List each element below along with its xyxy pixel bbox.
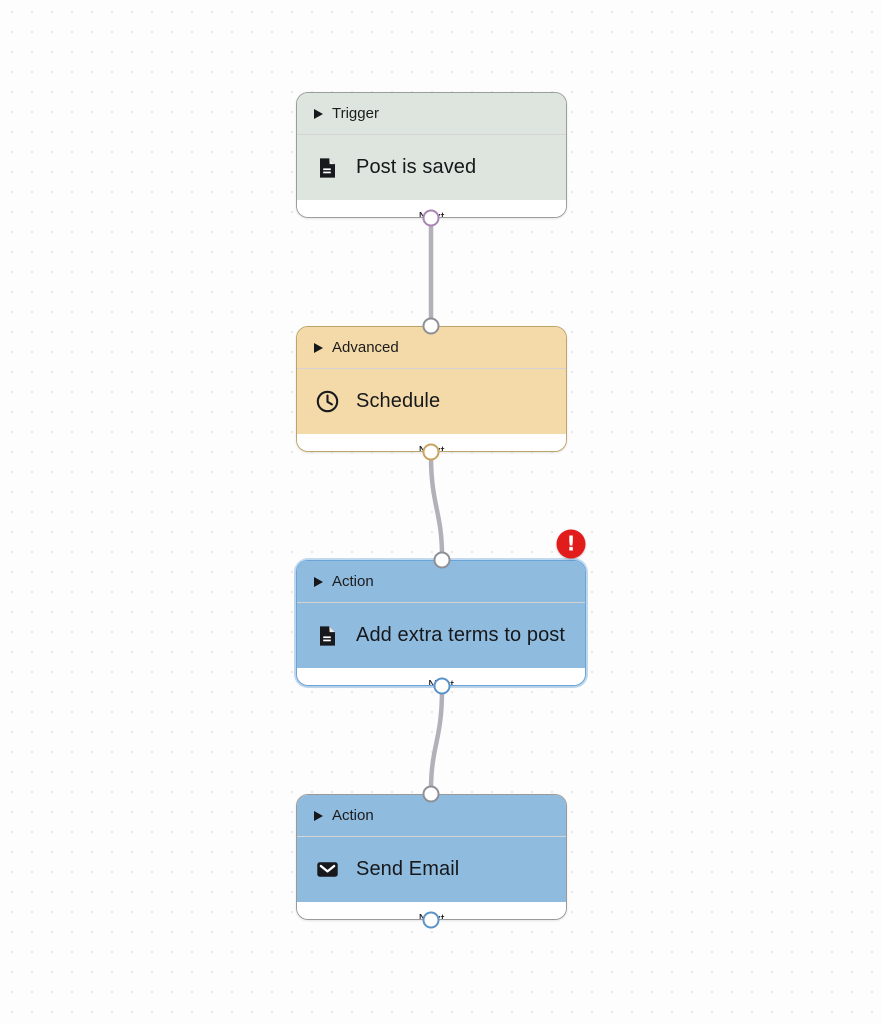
node-header-trigger-post-is-saved[interactable]: Trigger [297, 93, 566, 134]
connector-conn-advanced-to-action1[interactable] [428, 453, 445, 559]
node-kind-label: Advanced [332, 339, 399, 356]
node-kind-label: Action [332, 807, 374, 824]
envelope-icon [314, 857, 340, 883]
node-title: Send Email [356, 858, 460, 880]
connection-port-action1-in[interactable] [433, 551, 451, 569]
node-kind-label: Action [332, 573, 374, 590]
connection-port-advanced-out[interactable] [422, 443, 440, 461]
node-kind-label: Trigger [332, 105, 379, 122]
connection-port-action1-out[interactable] [433, 677, 451, 695]
clock-icon [314, 389, 340, 415]
exclamation-icon: ! [566, 531, 576, 556]
node-body-action-send-email[interactable]: Send Email [297, 837, 566, 902]
connector-conn-action1-to-action2[interactable] [428, 687, 445, 793]
node-title: Add extra terms to post [356, 624, 566, 646]
node-body-advanced-schedule[interactable]: Schedule [297, 369, 566, 434]
connection-port-trigger-out[interactable] [422, 209, 440, 227]
node-divider [297, 368, 566, 369]
connection-port-action2-in[interactable] [422, 785, 440, 803]
disclosure-triangle-icon[interactable] [314, 576, 323, 587]
disclosure-triangle-icon[interactable] [314, 810, 323, 821]
node-divider [297, 602, 585, 603]
error-badge-action1[interactable]: ! [556, 529, 586, 559]
node-divider [297, 134, 566, 135]
node-title: Schedule [356, 390, 441, 412]
document-icon [314, 155, 340, 181]
connection-port-action2-out[interactable] [422, 911, 440, 929]
connection-port-advanced-in[interactable] [422, 317, 440, 335]
node-divider [297, 836, 566, 837]
node-body-action-add-extra-terms-to-post[interactable]: Add extra terms to post [297, 603, 585, 668]
disclosure-triangle-icon[interactable] [314, 108, 323, 119]
workflow-node-advanced-schedule[interactable]: AdvancedScheduleNext [296, 326, 567, 452]
disclosure-triangle-icon[interactable] [314, 342, 323, 353]
document-icon [314, 623, 340, 649]
node-title: Post is saved [356, 156, 477, 178]
node-body-trigger-post-is-saved[interactable]: Post is saved [297, 135, 566, 200]
